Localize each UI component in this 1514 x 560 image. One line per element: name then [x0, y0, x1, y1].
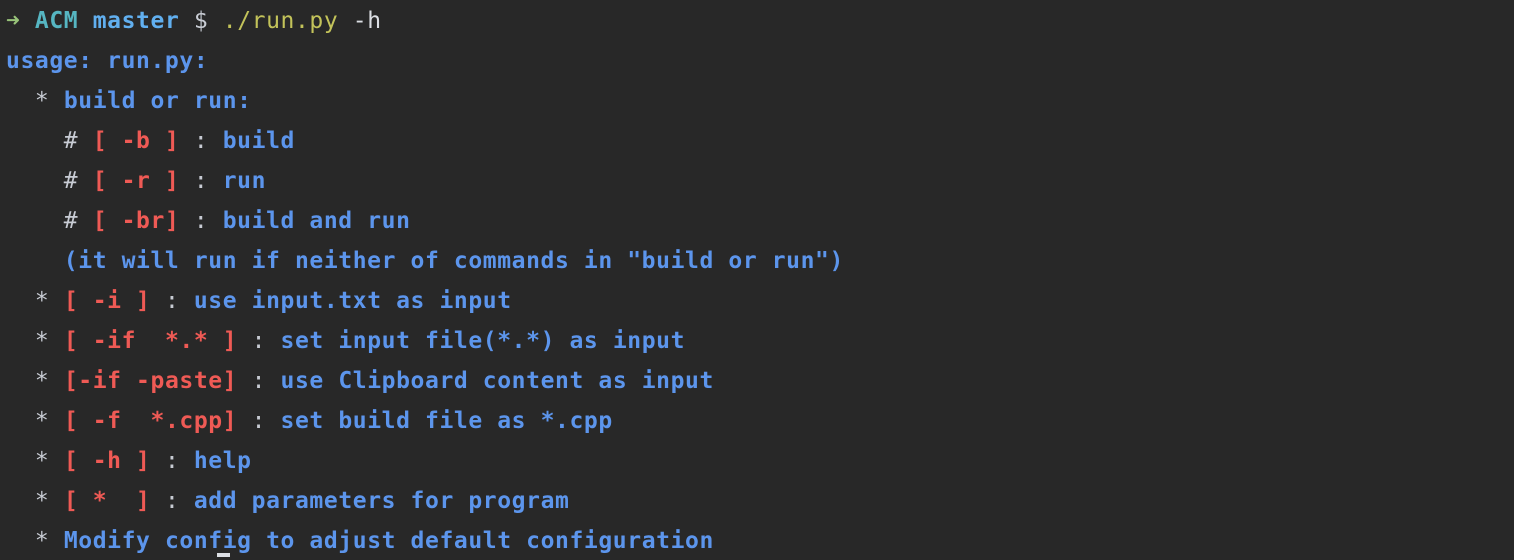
footer-line: * Modify config to adjust default config…: [6, 521, 1514, 560]
option-description: use Clipboard content as input: [280, 368, 714, 394]
option-description: add parameters for program: [193, 488, 570, 514]
option-description: build: [222, 128, 295, 154]
option-line-input-file: * [ -if *.* ] : set input file(*.*) as i…: [6, 321, 1514, 361]
build-or-run-header: * build or run:: [6, 81, 1514, 121]
build-or-run-note-line: (it will run if neither of commands in "…: [6, 241, 1514, 281]
option-line-build-and-run: # [ -br] : build and run: [6, 201, 1514, 241]
option-separator: :: [150, 448, 194, 474]
bullet-mark: *: [34, 88, 50, 114]
hash-mark: #: [63, 208, 79, 234]
command-text: ./run.py: [222, 8, 339, 34]
option-description: build and run: [222, 208, 411, 234]
usage-text: usage: run.py:: [6, 48, 209, 74]
option-flag: [-if -paste]: [63, 368, 238, 394]
option-description: run: [222, 168, 267, 194]
option-separator: :: [179, 208, 223, 234]
option-line-params: * [ * ] : add parameters for program: [6, 481, 1514, 521]
bullet-mark: *: [34, 328, 50, 354]
bullet-mark: *: [34, 368, 50, 394]
option-flag: [ -i ]: [63, 288, 151, 314]
prompt-line: ➜ ACM master $ ./run.py -h: [6, 1, 1514, 41]
option-separator: :: [237, 408, 281, 434]
usage-line: usage: run.py:: [6, 41, 1514, 81]
bullet-mark: *: [34, 288, 50, 314]
command-argument: -h: [352, 8, 382, 34]
option-separator: :: [179, 128, 223, 154]
option-flag: [ -f *.cpp]: [63, 408, 238, 434]
option-flag: [ -h ]: [63, 448, 151, 474]
option-line-run: # [ -r ] : run: [6, 161, 1514, 201]
bullet-mark: *: [34, 448, 50, 474]
bullet-mark: *: [34, 528, 50, 554]
option-flag: [ -r ]: [92, 168, 180, 194]
prompt-symbol: $: [193, 8, 209, 34]
option-line-build-file: * [ -f *.cpp] : set build file as *.cpp: [6, 401, 1514, 441]
option-flag: [ * ]: [63, 488, 151, 514]
bullet-mark: *: [34, 408, 50, 434]
option-line-input: * [ -i ] : use input.txt as input: [6, 281, 1514, 321]
option-flag: [ -b ]: [92, 128, 180, 154]
build-or-run-note: (it will run if neither of commands in "…: [63, 248, 844, 274]
hash-mark: #: [63, 168, 79, 194]
option-separator: :: [237, 368, 281, 394]
option-description: set input file(*.*) as input: [280, 328, 686, 354]
option-separator: :: [237, 328, 281, 354]
prompt-directory: ACM: [34, 8, 79, 34]
build-or-run-title: build or run:: [63, 88, 252, 114]
hash-mark: #: [63, 128, 79, 154]
text-cursor: [217, 553, 230, 557]
option-flag: [ -if *.* ]: [63, 328, 238, 354]
option-separator: :: [179, 168, 223, 194]
option-separator: :: [150, 488, 194, 514]
prompt-branch: master: [92, 8, 180, 34]
option-description: set build file as *.cpp: [280, 408, 613, 434]
option-line-build: # [ -b ] : build: [6, 121, 1514, 161]
option-separator: :: [150, 288, 194, 314]
option-line-paste: * [-if -paste] : use Clipboard content a…: [6, 361, 1514, 401]
footer-text: Modify config to adjust default configur…: [63, 528, 714, 554]
prompt-arrow-icon: ➜: [6, 8, 21, 34]
option-description: help: [193, 448, 252, 474]
bullet-mark: *: [34, 488, 50, 514]
option-line-help: * [ -h ] : help: [6, 441, 1514, 481]
option-description: use input.txt as input: [193, 288, 512, 314]
option-flag: [ -br]: [92, 208, 180, 234]
